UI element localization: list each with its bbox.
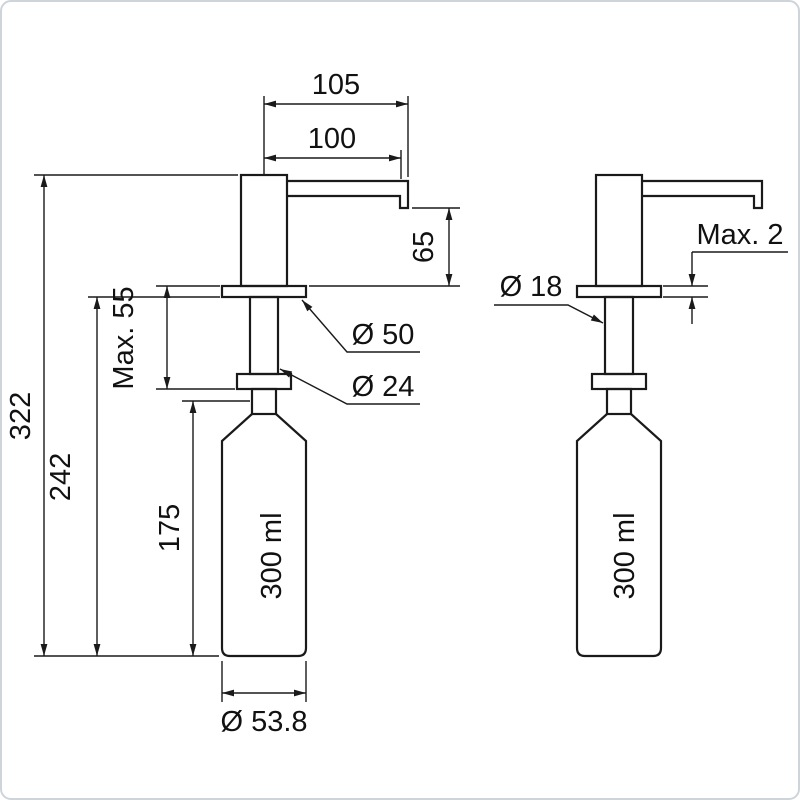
dim-label-65: 65 — [408, 231, 440, 263]
dim-label-100: 100 — [308, 123, 356, 155]
spout-left — [287, 179, 410, 210]
locknut-right — [590, 372, 648, 391]
flange-left — [220, 284, 308, 299]
bottle-left — [220, 413, 308, 658]
shaft-left — [248, 295, 280, 376]
flange-right — [575, 284, 663, 299]
dim-label-538: Ø 53.8 — [220, 706, 307, 738]
leader-dia24 — [279, 368, 420, 405]
bottle-volume-right: 300 ml — [609, 512, 641, 599]
dim-label-max55: Max. 55 — [108, 286, 140, 389]
spout-right — [642, 179, 764, 210]
left-view-outline — [220, 173, 410, 658]
dim-label-175: 175 — [154, 504, 186, 552]
leader-dia50 — [301, 299, 420, 353]
right-view-dimensions: Ø 18 Max. 2 300 ml — [494, 219, 788, 600]
dim-label-dia18: Ø 18 — [500, 271, 563, 303]
dim-label-105: 105 — [312, 69, 360, 101]
right-view-outline — [575, 173, 764, 658]
pump-head-right — [594, 173, 644, 288]
bottle-right — [575, 413, 663, 658]
leader-dia18 — [494, 304, 604, 324]
neck-left — [250, 387, 278, 416]
bottle-volume-left: 300 ml — [256, 512, 288, 599]
shaft-right — [603, 295, 635, 376]
dim-label-322: 322 — [5, 392, 37, 440]
dim-label-max2: Max. 2 — [696, 219, 783, 251]
dim-label-dia50: Ø 50 — [352, 319, 415, 351]
neck-right — [605, 387, 633, 416]
pump-head-left — [239, 173, 289, 288]
left-view-dimensions: 105 100 65 322 242 Max. 55 — [5, 69, 460, 738]
locknut-left — [235, 372, 293, 391]
dim-label-dia24: Ø 24 — [352, 371, 415, 403]
dim-label-242: 242 — [45, 453, 77, 501]
